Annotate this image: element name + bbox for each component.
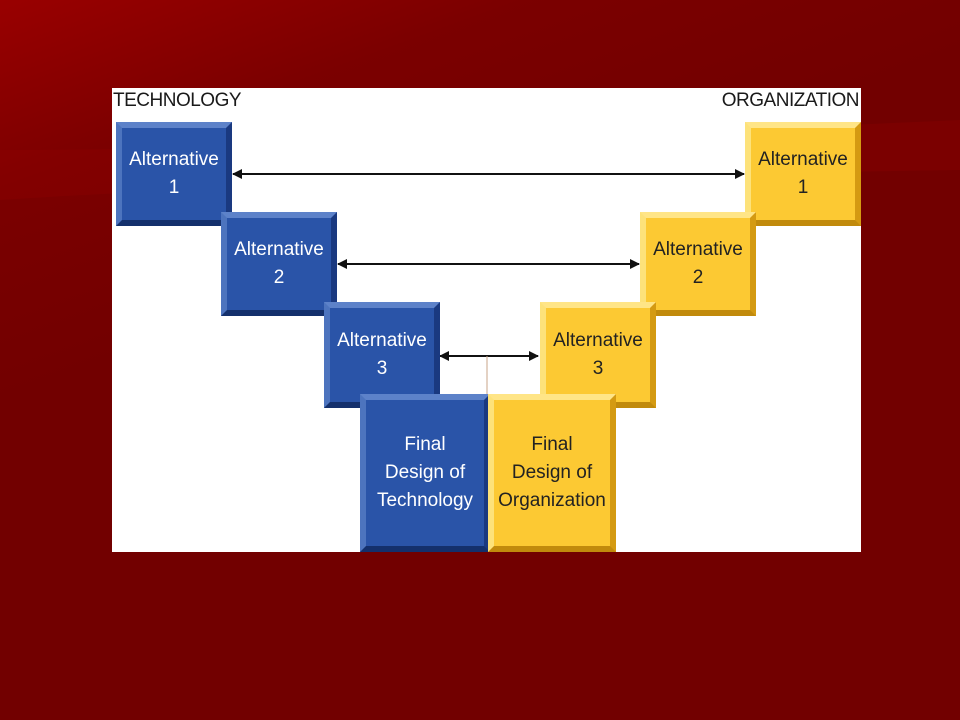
technology-heading: TECHNOLOGY: [113, 90, 242, 111]
organization-alternative-3: Alternative 3: [540, 302, 656, 408]
organization-alternative-2: Alternative 2: [640, 212, 756, 316]
diagram-panel: TECHNOLOGY ORGANIZATION Alternative 1 Al…: [112, 88, 861, 552]
technology-final-design: Final Design of Technology: [360, 394, 490, 552]
organization-heading: ORGANIZATION: [721, 90, 860, 111]
technology-alternative-1: Alternative 1: [116, 122, 232, 226]
organization-final-design: Final Design of Organization: [488, 394, 616, 552]
technology-alternative-3: Alternative 3: [324, 302, 440, 408]
technology-alternative-2: Alternative 2: [221, 212, 337, 316]
organization-alternative-1: Alternative 1: [745, 122, 861, 226]
connector-bracket: [486, 356, 517, 397]
